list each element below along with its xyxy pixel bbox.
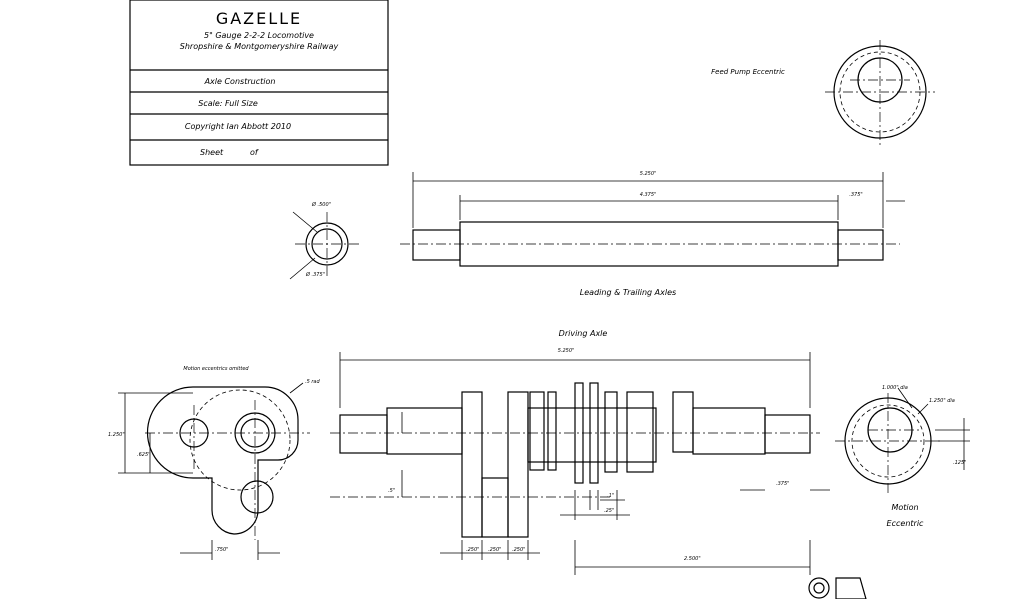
- drawing-name: Axle Construction: [204, 77, 276, 86]
- driving-axle-overall-dim: 5.250": [339, 348, 811, 408]
- motion-eccentric-view: 1.000" dia 1.250" dia .125" Motion Eccen…: [835, 385, 970, 528]
- lt-dia-2: Ø .375": [305, 271, 325, 278]
- motion-label-2: Eccentric: [887, 519, 924, 528]
- copyright-line: Copyright Ian Abbott 2010: [185, 122, 291, 131]
- drv-overall: 5.250": [558, 348, 575, 354]
- leading-axle-side-view: 5.250" 4.375" .375" Leading & Trailing A…: [400, 171, 905, 297]
- ecc-dia-1: 1.000" dia: [882, 385, 908, 391]
- drv-end: .375": [776, 481, 789, 487]
- web-1: .250": [466, 547, 479, 553]
- drawing-scale: Scale: Full Size: [198, 99, 258, 108]
- lt-journal-span: 4.375": [640, 192, 657, 198]
- driving-axle-side-view: .5" .250" .250" .250" .1" .25" 2.500" .3…: [330, 382, 830, 575]
- crank-rad: .5 rad: [305, 379, 320, 385]
- feed-pump-eccentric-view: Feed Pump Eccentric: [711, 40, 935, 145]
- leading-trailing-label: Leading & Trailing Axles: [580, 288, 676, 297]
- of-label: of: [250, 148, 259, 157]
- ecc-dia-2: 1.250" dia: [929, 398, 955, 404]
- side-c: .1": [607, 493, 614, 499]
- lt-end: .375": [849, 192, 862, 198]
- lt-dia-1: Ø .500": [311, 201, 331, 208]
- sheet-label: Sheet: [200, 148, 224, 157]
- drawing-subtitle: 5" Gauge 2-2-2 Locomotive: [204, 31, 314, 40]
- lt-overall: 5.250": [640, 171, 657, 177]
- crank-throw: 1.250": [108, 432, 125, 438]
- leading-axle-end-view: Ø .500" Ø .375": [289, 201, 360, 280]
- side-d: .25": [604, 508, 614, 514]
- feed-pump-label: Feed Pump Eccentric: [711, 68, 785, 76]
- drv-span: 2.500": [684, 556, 701, 562]
- crank-web-view: Motion eccentrics omitted 1.250" .625" .…: [108, 366, 320, 560]
- driving-axle-label: Driving Axle: [559, 329, 608, 338]
- web-2: .250": [488, 547, 501, 553]
- side-a: .5": [388, 488, 395, 494]
- motion-label-1: Motion: [891, 503, 918, 512]
- title-block: GAZELLE 5" Gauge 2-2-2 Locomotive Shrops…: [129, 0, 389, 166]
- motion-eccentrics-note: Motion eccentrics omitted: [183, 366, 249, 372]
- small-parts: [808, 577, 867, 600]
- drawing-title: GAZELLE: [216, 9, 302, 28]
- web-3: .250": [512, 547, 525, 553]
- ecc-offset: .125": [953, 460, 966, 466]
- crank-half: .625": [137, 452, 150, 458]
- crank-width: .750": [215, 547, 228, 553]
- railway-name: Shropshire & Montgomeryshire Railway: [180, 42, 339, 51]
